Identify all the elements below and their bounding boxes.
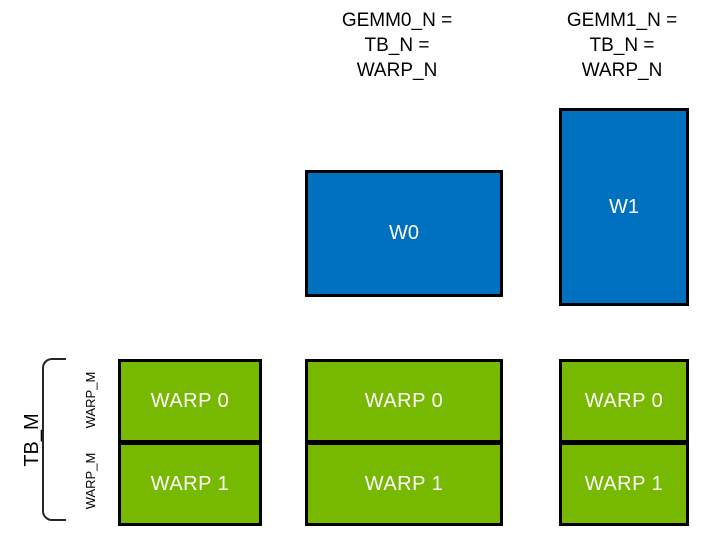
blue-tile-w1: W1 xyxy=(559,108,689,306)
gemm0-n-header-label: GEMM0_N = TB_N = WARP_N xyxy=(287,8,507,83)
warp-cell-col1-warp1: WARP 1 xyxy=(305,442,503,526)
tb-m-bracket xyxy=(42,358,66,521)
gemm0-header-line-1: GEMM0_N = xyxy=(341,10,453,31)
warp-cell-label: WARP 1 xyxy=(150,472,230,495)
blue-tile-w0-label: W0 xyxy=(389,222,419,244)
gemm1-header-line-3: WARP_N xyxy=(581,60,663,81)
warp-cell-label: WARP 0 xyxy=(150,389,230,412)
gemm0-header-line-2: TB_N = xyxy=(364,35,430,56)
warp-cell-label: WARP 1 xyxy=(364,472,444,495)
blue-tile-w0: W0 xyxy=(305,170,503,297)
warp-m-row1-label: WARP_M xyxy=(83,452,98,510)
warp-cell-col1-warp0: WARP 0 xyxy=(305,359,503,443)
warp-m-row0-label: WARP_M xyxy=(83,371,98,429)
blue-tile-w1-label: W1 xyxy=(609,195,639,218)
warp-cell-col2-warp1: WARP 1 xyxy=(559,442,689,526)
warp-cell-col2-warp0: WARP 0 xyxy=(559,359,689,443)
gemm1-header-line-2: TB_N = xyxy=(589,35,655,56)
warp-cell-label: WARP 0 xyxy=(364,389,444,412)
gemm1-n-header-label: GEMM1_N = TB_N = WARP_N xyxy=(512,8,720,83)
warp-cell-col0-warp1: WARP 1 xyxy=(118,442,262,526)
gemm1-header-line-1: GEMM1_N = xyxy=(566,10,678,31)
tb-m-axis-label: TB_M xyxy=(21,413,43,467)
warp-cell-label: WARP 1 xyxy=(584,472,664,495)
warp-cell-col0-warp0: WARP 0 xyxy=(118,359,262,443)
warp-cell-label: WARP 0 xyxy=(584,389,664,412)
gemm0-header-line-3: WARP_N xyxy=(356,60,438,81)
